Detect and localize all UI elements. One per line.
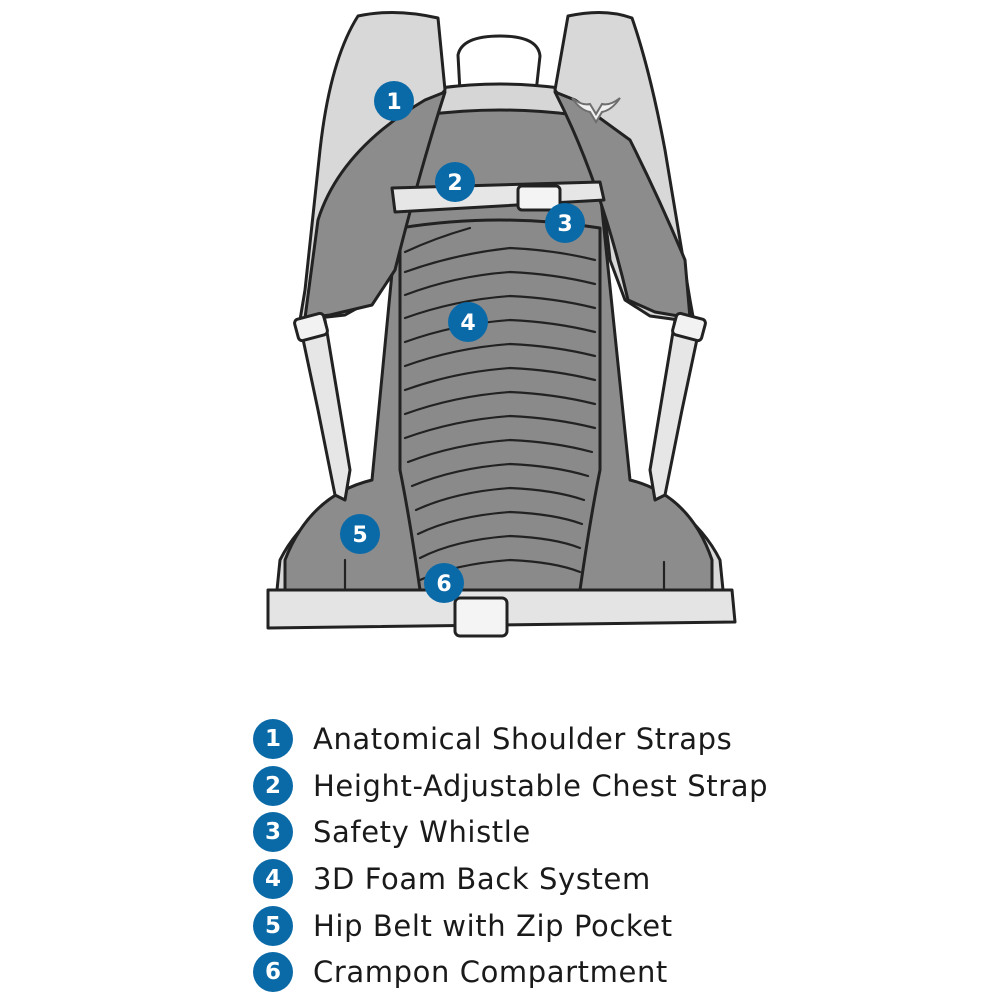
marker-3: 3 — [545, 203, 585, 243]
legend-number-badge: 5 — [253, 905, 293, 946]
foam-ridge — [403, 318, 597, 344]
legend-item: 6 Crampon Compartment — [253, 949, 973, 996]
svg-text:3: 3 — [557, 212, 572, 237]
grab-handle — [456, 34, 542, 94]
legend: 1 Anatomical Shoulder Straps 2 Height-Ad… — [253, 716, 973, 996]
legend-number-badge: 4 — [253, 859, 293, 900]
svg-text:6: 6 — [436, 572, 451, 597]
marker-5: 5 — [340, 514, 380, 554]
svg-text:1: 1 — [386, 90, 401, 115]
left-strap-buckle — [293, 311, 329, 343]
backpack-diagram: 1 2 3 4 5 6 — [266, 10, 737, 638]
legend-number-badge: 2 — [253, 765, 293, 806]
marker-6: 6 — [424, 563, 464, 603]
left-lower-strap — [298, 318, 352, 502]
foam-ridge — [416, 510, 584, 536]
foam-ridge — [403, 366, 597, 392]
legend-label: Anatomical Shoulder Straps — [313, 722, 733, 757]
foam-ridge — [403, 226, 472, 254]
legend-item: 1 Anatomical Shoulder Straps — [253, 716, 973, 763]
brand-logo-icon — [571, 97, 621, 124]
legend-label: Hip Belt with Zip Pocket — [313, 908, 673, 943]
legend-item: 5 Hip Belt with Zip Pocket — [253, 902, 973, 949]
right-strap-buckle — [671, 311, 707, 343]
right-strap-dark-panel — [553, 90, 692, 320]
svg-text:2: 2 — [447, 171, 462, 196]
legend-label: Height-Adjustable Chest Strap — [313, 768, 769, 803]
foam-ridge — [403, 270, 597, 297]
legend-number-badge: 3 — [253, 812, 293, 853]
svg-text:4: 4 — [460, 311, 475, 336]
foam-ridge — [406, 438, 594, 464]
right-lower-strap — [648, 318, 702, 502]
legend-item: 2 Height-Adjustable Chest Strap — [253, 763, 973, 810]
hip-belt-buckle — [453, 596, 509, 638]
foam-ridge — [403, 246, 597, 274]
svg-text:5: 5 — [352, 523, 367, 548]
left-strap-dark-panel — [303, 90, 447, 320]
marker-4: 4 — [448, 302, 488, 342]
legend-item: 4 3D Foam Back System — [253, 856, 973, 903]
foam-ridge — [403, 390, 597, 416]
legend-label: Crampon Compartment — [313, 955, 668, 990]
foam-ridge — [403, 342, 597, 368]
foam-ridge — [414, 486, 586, 512]
legend-label: Safety Whistle — [313, 815, 531, 850]
legend-number-badge: 1 — [253, 719, 293, 760]
foam-ridge — [403, 414, 597, 440]
legend-label: 3D Foam Back System — [313, 862, 651, 897]
marker-1: 1 — [374, 81, 414, 121]
foam-ridge — [410, 462, 590, 488]
marker-2: 2 — [435, 162, 475, 202]
legend-number-badge: 6 — [253, 952, 293, 993]
chest-strap-buckle — [516, 184, 562, 212]
legend-item: 3 Safety Whistle — [253, 809, 973, 856]
foam-ridge — [403, 294, 597, 320]
foam-ridge — [418, 534, 582, 560]
